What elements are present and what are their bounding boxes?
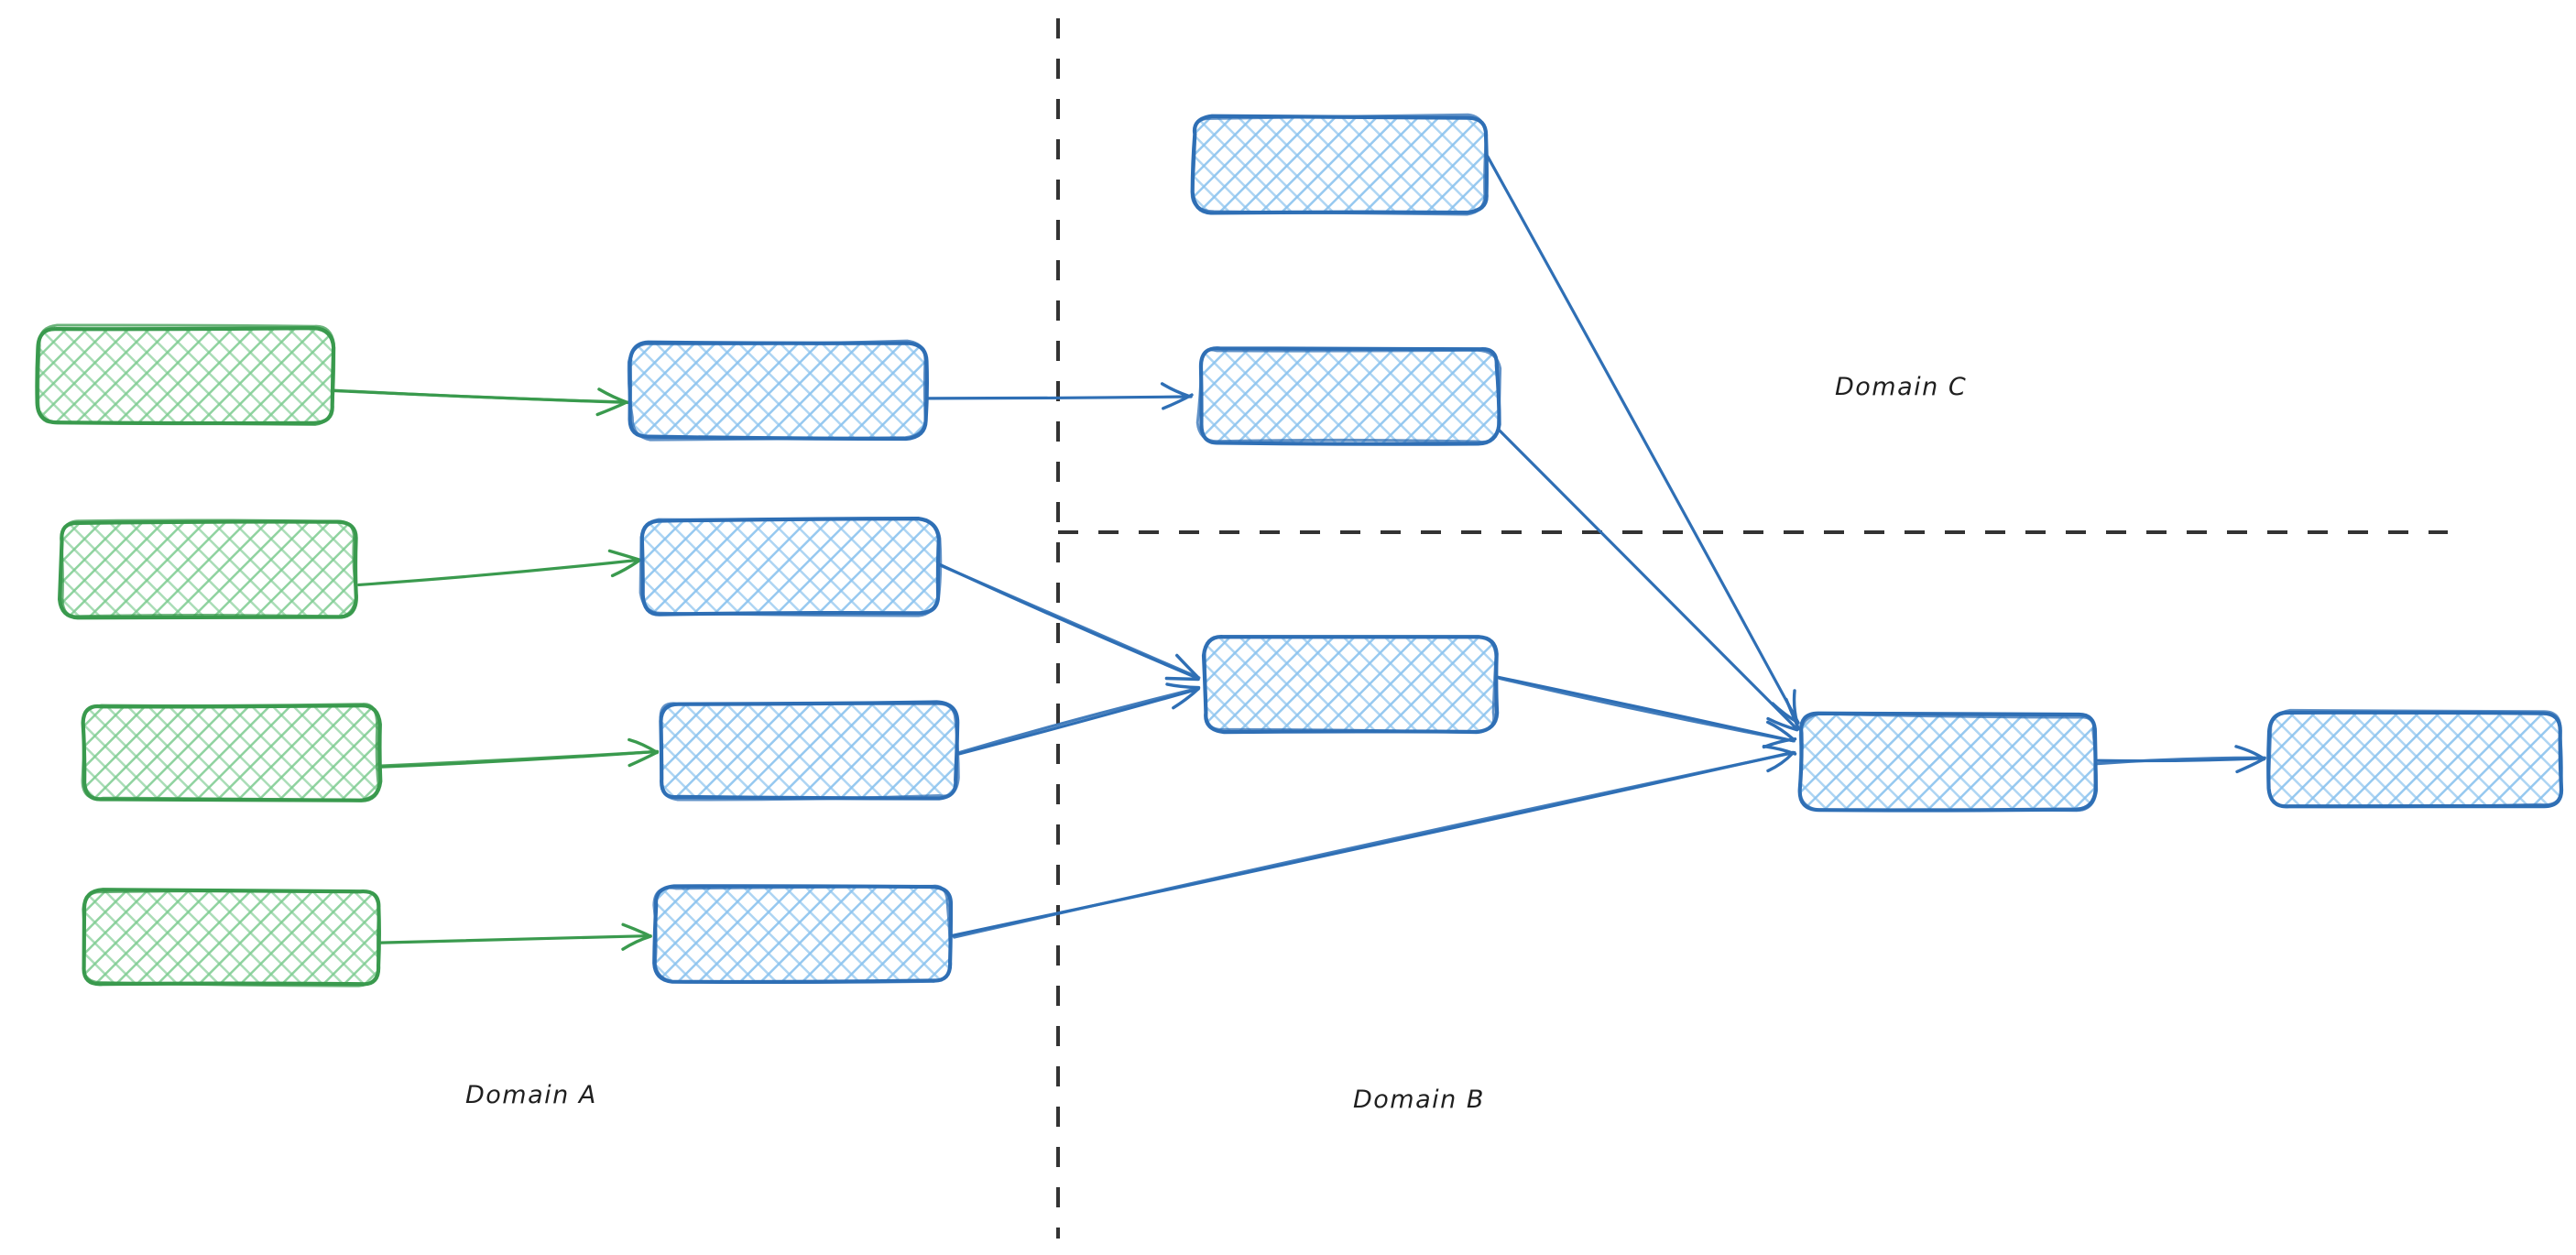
edge-a1-b1 [330, 387, 629, 417]
arrowhead-barb [1766, 751, 1795, 773]
node-fill-hatch-b [84, 705, 379, 800]
node-fill-hatch-b [1194, 117, 1487, 212]
edge-c2-d1 [1497, 428, 1801, 732]
node-outline [652, 884, 952, 984]
arrowhead-barb [621, 934, 652, 951]
edge-b2-c3 [938, 562, 1201, 682]
edge-stroke [1486, 154, 1800, 724]
dividers-layer [1056, 18, 2448, 1239]
arrowhead-barb [1766, 716, 1799, 732]
edge-stroke [1497, 428, 1799, 731]
edge-b3-c3 [956, 682, 1201, 756]
edge-c1-d1 [1486, 154, 1800, 725]
arrowhead-barb [1785, 697, 1801, 731]
node-fill-hatch-b [1800, 715, 2095, 809]
edge-b4-d1 [949, 745, 1797, 939]
node-outline [1195, 348, 1502, 443]
node-outline [37, 323, 336, 426]
edge-c3-d1 [1495, 675, 1797, 749]
node-fill-hatch-b [643, 519, 938, 614]
arrowhead-barb [628, 737, 659, 755]
arrowhead-barb [595, 400, 628, 417]
source-node-2[interactable] [58, 518, 358, 620]
node-fill-hatch-b [630, 344, 925, 438]
node-fill-hatch-b [60, 522, 355, 617]
merge-node[interactable] [1797, 711, 2099, 813]
node-outline [60, 518, 358, 618]
arrowhead-barb [1762, 737, 1797, 749]
edges-layer [330, 154, 2266, 951]
arrowhead-barb [1175, 653, 1200, 679]
source-node-3[interactable] [81, 703, 383, 802]
stage1-node-2[interactable] [639, 517, 943, 617]
arrowhead-barb [2234, 745, 2266, 761]
stage2-node-top[interactable] [1190, 113, 1489, 216]
node-fill-hatch-b [84, 890, 379, 985]
edge-stroke [2095, 756, 2266, 766]
edge-stroke [331, 388, 629, 404]
arrowhead-barb [1164, 676, 1200, 682]
label-domain-a: Domain A [465, 1081, 597, 1109]
edge-stroke [956, 686, 1200, 755]
stage1-node-1[interactable] [627, 339, 929, 442]
node-outline [627, 339, 927, 442]
arrowhead-barb [1172, 686, 1201, 710]
source-node-4[interactable] [82, 888, 381, 988]
node-outline [639, 517, 943, 617]
arrowhead-barb [1766, 720, 1796, 741]
node-fill-hatch-b [1200, 348, 1498, 442]
edge-b1-c2 [925, 382, 1194, 410]
edge-d1-e1 [2095, 745, 2266, 774]
stage2-node-middle[interactable] [1195, 346, 1502, 446]
edge-stroke [953, 750, 1796, 939]
arrowhead-barb [1762, 745, 1797, 756]
output-node[interactable] [2266, 708, 2564, 809]
label-domain-b: Domain B [1353, 1086, 1485, 1114]
edge-stroke [357, 558, 641, 587]
edge-a4-b4 [378, 922, 652, 951]
arrowhead-barb [597, 387, 629, 405]
node-outline [1190, 113, 1489, 216]
arrowhead-barb [610, 559, 640, 578]
arrowhead-barb [628, 750, 659, 768]
node-fill-hatch-b [38, 328, 333, 422]
node-outline [2266, 708, 2563, 809]
stage2-node-lower[interactable] [1201, 635, 1500, 735]
edge-stroke [378, 749, 660, 768]
nodes-layer [35, 113, 2564, 988]
edge-a2-b2 [357, 549, 643, 587]
node-outline [82, 889, 381, 988]
arrowhead-barb [1160, 382, 1192, 398]
node-fill-hatch-b [1205, 637, 1496, 731]
edge-stroke [957, 687, 1200, 756]
node-outline [81, 703, 380, 802]
arrowhead-barb [1165, 682, 1201, 690]
node-fill-hatch-b [655, 887, 950, 981]
edge-stroke [378, 933, 652, 944]
edge-stroke [939, 563, 1201, 680]
edge-stroke [925, 395, 1193, 400]
node-outline [1203, 635, 1498, 735]
arrowhead-barb [607, 549, 643, 562]
node-outline [659, 702, 960, 802]
arrowhead-barb [1792, 689, 1799, 724]
node-fill-hatch-b [661, 704, 956, 798]
source-node-1[interactable] [35, 323, 336, 426]
arrowhead-barb [2235, 758, 2265, 774]
stage1-node-4[interactable] [652, 884, 954, 985]
node-outline [1798, 712, 2099, 813]
label-domain-c: Domain C [1835, 373, 1968, 401]
edge-a3-b3 [378, 737, 660, 769]
arrowhead-barb [621, 922, 652, 938]
stage1-node-3[interactable] [659, 700, 960, 802]
node-fill-hatch-b [2270, 713, 2561, 807]
edge-stroke [1498, 676, 1796, 743]
